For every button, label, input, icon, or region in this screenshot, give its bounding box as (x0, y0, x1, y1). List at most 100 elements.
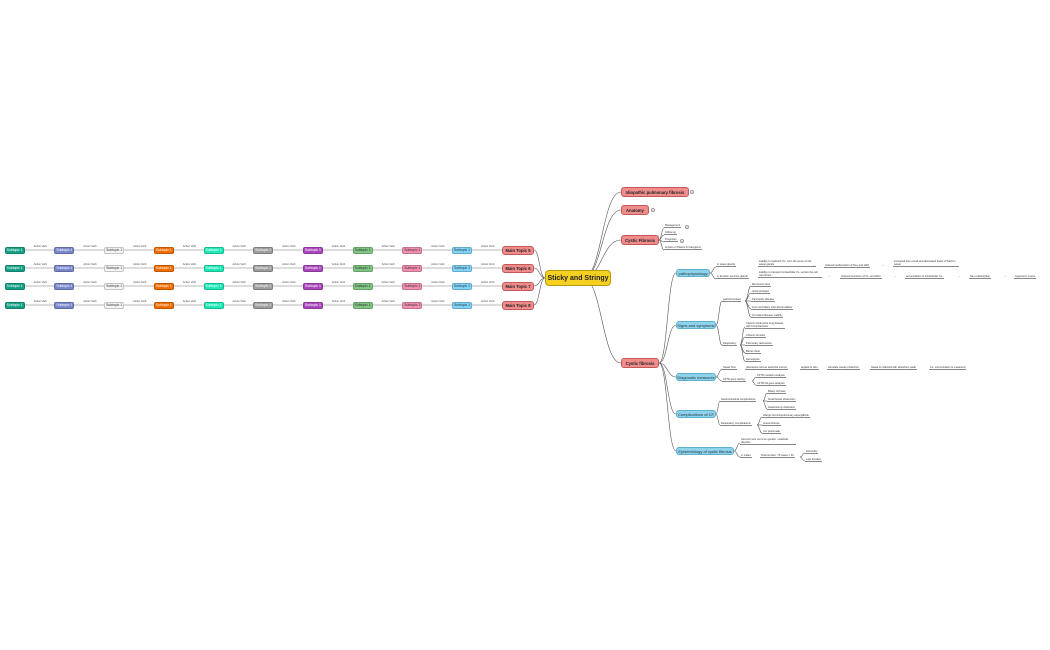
epi-item[interactable]: Total number: 70 cases = 40 (760, 454, 795, 458)
subtopic-signs-and-symptoms[interactable]: Signs and symptoms (676, 321, 716, 329)
subtopic-chip[interactable]: Subtopic 1 (352, 264, 373, 272)
action-verb-label[interactable]: Action Verb (33, 300, 47, 303)
subtopic-diagnostic-measures[interactable]: Diagnostic measures (676, 373, 716, 381)
diag-sweat-step[interactable]: Sweat is collected with absorbent pads (870, 366, 917, 370)
subtopic-chip[interactable]: Subtopic 1 (253, 246, 274, 254)
subtopic-chip[interactable]: Subtopic 1 (302, 301, 323, 309)
subtopic-chip[interactable]: Subtopic 1 (203, 282, 224, 290)
diag-sweat-step[interactable]: applied to skin (800, 366, 819, 370)
action-verb-label[interactable]: Action Verb (182, 281, 197, 284)
epi-item[interactable]: Second most common genetic, metabolic di… (740, 438, 796, 445)
subtopic-chip[interactable]: Subtopic 1 (4, 301, 25, 309)
subtopic-chip[interactable]: Subtopic 1 (302, 264, 323, 272)
subtopic-chip[interactable]: Subtopic 1 (54, 282, 75, 290)
action-verb-label[interactable]: Action Verb (33, 281, 47, 284)
action-verb-label[interactable]: Action Verb (381, 300, 395, 303)
epi-item[interactable]: Late females (805, 458, 822, 462)
action-verb-label[interactable]: Action Verb (133, 245, 147, 248)
comp-gastrointestinal[interactable]: Gastrointestinal complications (720, 398, 757, 402)
action-verb-label[interactable]: Action Verb (431, 245, 445, 248)
diag-cftr-item[interactable]: CFTR mutation analysis (756, 374, 786, 378)
patho-sweat-step3[interactable]: increased loss of salt and decreased lev… (893, 260, 959, 267)
subtopic-complications[interactable]: Complications of CF (676, 410, 716, 418)
patho-exocrine-step2[interactable]: reduced secretion of CL- and H2O (840, 275, 882, 279)
action-verb-label[interactable]: Action Verb (83, 300, 97, 303)
comp-resp-item[interactable]: Cor pulmonale (762, 430, 781, 434)
action-verb-label[interactable]: Action Verb (481, 300, 495, 303)
action-verb-label[interactable]: Action Verb (331, 263, 346, 266)
subtopic-chip[interactable]: Subtopic 1 (452, 246, 472, 254)
collapse-toggle-icon[interactable]: − (651, 208, 655, 212)
main-topic-left-8[interactable]: Main Topic 8 (502, 301, 534, 310)
comp-resp-item[interactable]: Allergic bronchopulmonary aspergillosis (762, 414, 810, 418)
signs-gi-item[interactable]: rectal prolapse (751, 290, 771, 294)
patho-sweat-step1[interactable]: inability to reabsorb CL- from the lumen… (758, 260, 816, 267)
signs-gi-item[interactable]: Liver and biliary tract abnormalities (751, 306, 794, 310)
subtopic-chip[interactable]: Subtopic 1 (104, 282, 125, 290)
subtopic-chip[interactable]: Subtopic 1 (54, 264, 75, 272)
patho-exocrine-step1[interactable]: inability to transport intracellular CL-… (758, 271, 822, 278)
subtopic-chip[interactable]: Subtopic 1 (452, 282, 472, 290)
action-verb-label[interactable]: Action Verb (182, 245, 197, 248)
subtopic-chip[interactable]: Subtopic 1 (253, 264, 274, 272)
subtopic-chip[interactable]: Subtopic 1 (203, 264, 224, 272)
action-verb-label[interactable]: Action Verb (331, 245, 346, 248)
subtopic-chip[interactable]: Subtopic 1 (302, 282, 323, 290)
subtopic-chip[interactable]: Subtopic 1 (352, 282, 373, 290)
action-verb-label[interactable]: Action Verb (232, 263, 246, 266)
subtopic-chip[interactable]: Subtopic 1 (4, 264, 25, 272)
subtopic-chip[interactable]: Subtopic 1 (153, 282, 174, 290)
subtopic-chip[interactable]: Subtopic 1 (402, 246, 423, 254)
subtopic-chip[interactable]: Subtopic 1 (104, 246, 125, 254)
action-verb-label[interactable]: Action Verb (431, 263, 445, 266)
subtopic-chip[interactable]: Subtopic 1 (153, 264, 174, 272)
comp-resp-item[interactable]: pneumothorax (762, 422, 781, 426)
comp-gi-item[interactable]: Gastrostomy distension (767, 406, 797, 410)
subtopic-chip[interactable]: Subtopic 1 (402, 264, 423, 272)
signs-resp-item[interactable]: Hemoptysis (745, 358, 761, 362)
comp-respiratory[interactable]: Respiratory complications (720, 422, 752, 426)
subtopic-chip[interactable]: Subtopic 1 (54, 301, 75, 309)
subtopic-chip[interactable]: Subtopic 1 (452, 301, 472, 309)
subtopic-chip[interactable]: Subtopic 1 (104, 264, 125, 272)
action-verb-label[interactable]: Action Verb (133, 281, 147, 284)
subtopic-chip[interactable]: Subtopic 1 (352, 246, 373, 254)
subtopic-chip[interactable]: Subtopic 1 (153, 246, 174, 254)
signs-resp-item[interactable]: Barrel chest (745, 350, 761, 354)
subtopic-chip[interactable]: Subtopic 1 (402, 282, 423, 290)
action-verb-label[interactable]: Action Verb (481, 245, 495, 248)
subtopic-chip[interactable]: Subtopic 1 (54, 246, 75, 254)
action-verb-label[interactable]: Action Verb (282, 281, 296, 284)
collapse-toggle-icon[interactable]: − (685, 225, 689, 229)
main-topic-left-7[interactable]: Main Topic 7 (502, 282, 534, 291)
action-verb-label[interactable]: Action Verb (83, 281, 97, 284)
diag-sweat-step[interactable]: CL- concentration is measured (929, 366, 967, 370)
main-topic-anatomy[interactable]: Anatomy (621, 205, 649, 215)
subtopic-chip[interactable]: Subtopic 1 (352, 301, 373, 309)
subtopic-chip[interactable]: Subtopic 1 (153, 301, 174, 309)
subtopic-chip[interactable]: Subtopic 1 (4, 282, 25, 290)
diag-cftr-item[interactable]: CFTR full gene analysis (756, 382, 786, 386)
action-verb-label[interactable]: Action Verb (481, 263, 495, 266)
central-topic[interactable]: Sticky and Stringy (545, 270, 611, 286)
action-verb-label[interactable]: Action Verb (381, 263, 395, 266)
signs-resp-item[interactable]: Chronic sinusitis (745, 334, 766, 338)
patho-exocrine-step4[interactable]: Na+ reabsorption (969, 275, 991, 279)
action-verb-label[interactable]: Action Verb (431, 300, 445, 303)
action-verb-label[interactable]: Action Verb (381, 281, 395, 284)
subtopic-chip[interactable]: Subtopic 1 (253, 301, 274, 309)
signs-gastrointestinal[interactable]: gastrointestinal (722, 298, 742, 302)
main-topic-left-6[interactable]: Main Topic 6 (502, 264, 534, 273)
diag-cftr-testing[interactable]: CFTR gene testing (722, 378, 746, 382)
signs-resp-item[interactable]: Pulmonary destruction (745, 342, 773, 346)
subtopic-epidemiology[interactable]: Epidemiology of cystic fibrosis (676, 447, 734, 455)
action-verb-label[interactable]: Action Verb (431, 281, 445, 284)
signs-gi-item[interactable]: GI related disease inability (751, 314, 784, 318)
action-verb-label[interactable]: Action Verb (282, 300, 296, 303)
signs-gi-item[interactable]: Pancreatic disease (751, 298, 775, 302)
action-verb-label[interactable]: Action Verb (381, 245, 395, 248)
cf-item-impact[interactable]: Impact on Patient & Caregivers (664, 246, 702, 250)
action-verb-label[interactable]: Action Verb (182, 263, 197, 266)
diag-sweat-step[interactable]: pilocarpine and an electrical current (745, 366, 788, 370)
diag-sweat-test[interactable]: Sweat Test (722, 366, 737, 370)
